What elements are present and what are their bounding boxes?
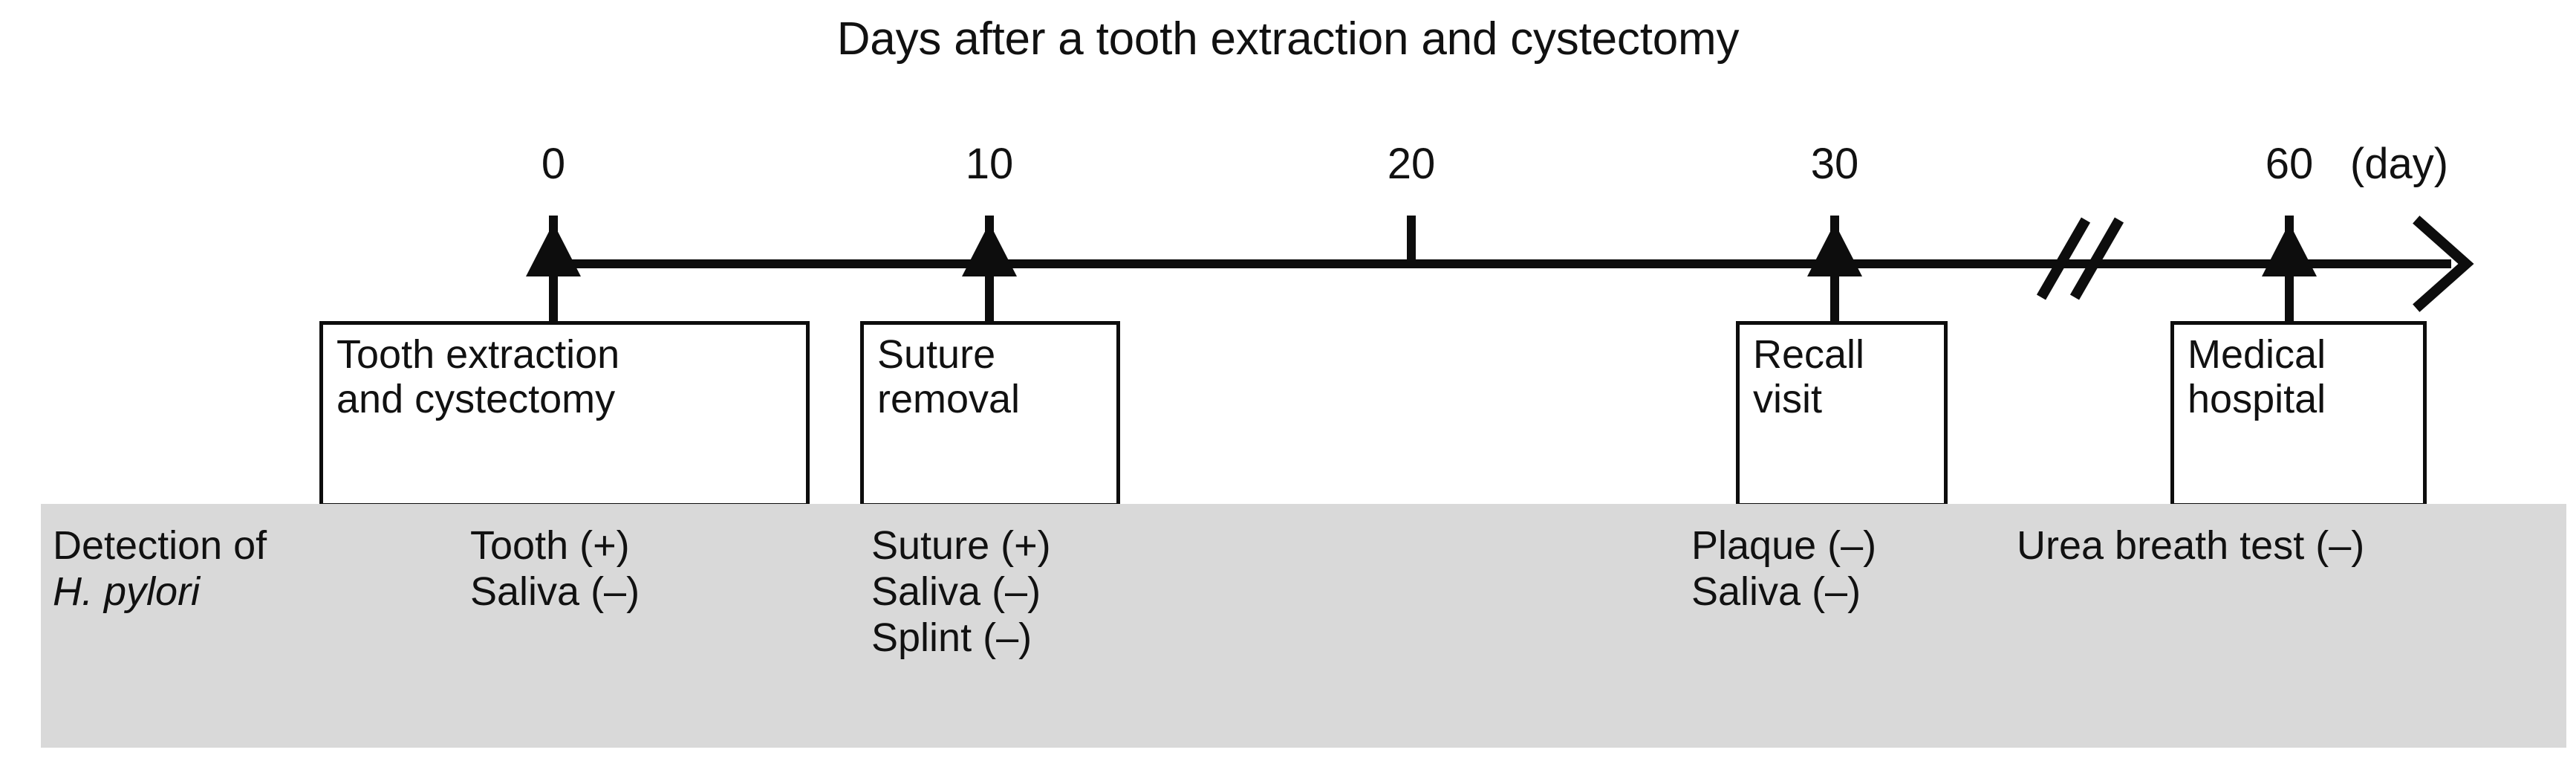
detection-heading: Detection of H. pylori: [53, 522, 267, 615]
axis-unit-label: (day): [2349, 140, 2449, 188]
detection-column-day30: Plaque (–) Saliva (–): [1691, 522, 1876, 615]
event-box-line-1: Recall: [1753, 332, 1865, 377]
event-box-line-2: visit: [1753, 377, 1822, 421]
detection-item: Saliva (–): [1691, 569, 1861, 614]
event-box-line-2: hospital: [2188, 377, 2326, 421]
tick-label-10: 10: [965, 140, 1014, 188]
detection-item: Suture (+): [871, 523, 1051, 568]
detection-item: Plaque (–): [1691, 523, 1877, 568]
event-connector-0: [526, 223, 581, 323]
event-box-line-2: removal: [877, 377, 1021, 421]
event-connector-30: [1807, 223, 1862, 323]
detection-column-day0: Tooth (+) Saliva (–): [470, 522, 640, 615]
detection-column-day60: Urea breath test (–): [2017, 522, 2364, 569]
event-connector-60: [2262, 223, 2317, 323]
detection-column-day10: Suture (+) Saliva (–) Splint (–): [871, 522, 1051, 661]
chart-title: Days after a tooth extraction and cystec…: [836, 13, 1740, 65]
event-box-line-1: Suture: [877, 332, 996, 377]
detection-heading-line-1: Detection of: [53, 523, 267, 568]
detection-item: Urea breath test (–): [2017, 523, 2365, 568]
event-box-line-2: and cystectomy: [336, 377, 616, 421]
detection-item: Splint (–): [871, 615, 1032, 660]
detection-item: Saliva (–): [871, 569, 1041, 614]
event-box-suture-removal[interactable]: Suture removal: [860, 321, 1120, 507]
event-box-line-1: Medical: [2188, 332, 2326, 377]
axis-break-icon: [2036, 217, 2124, 300]
event-box-line-1: Tooth extraction: [336, 332, 620, 377]
detection-item: Tooth (+): [470, 523, 630, 568]
detection-item: Saliva (–): [470, 569, 640, 614]
detection-panel: Detection of H. pylori Tooth (+) Saliva …: [41, 504, 2566, 748]
axis-arrowhead-icon: [2413, 216, 2474, 312]
event-box-medical-hospital[interactable]: Medical hospital: [2170, 321, 2427, 507]
tick-label-60: 60: [2265, 140, 2314, 188]
event-box-recall-visit[interactable]: Recall visit: [1736, 321, 1948, 507]
event-connector-10: [962, 223, 1017, 323]
detection-heading-line-2: H. pylori: [53, 569, 201, 614]
tick-label-30: 30: [1810, 140, 1859, 188]
tick-label-0: 0: [541, 140, 566, 188]
event-box-tooth-extraction[interactable]: Tooth extraction and cystectomy: [319, 321, 810, 507]
tick-label-20: 20: [1387, 140, 1436, 188]
